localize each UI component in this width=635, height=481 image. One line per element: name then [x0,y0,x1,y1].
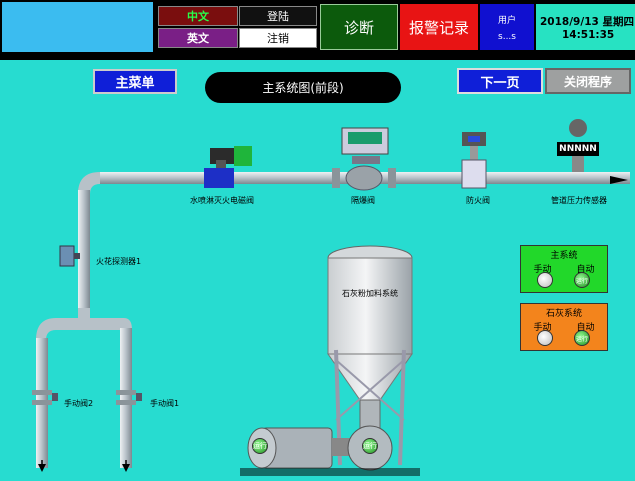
user-display: 用户 s...s [480,4,534,50]
silo-cone [327,353,413,401]
valve-fire-label: 防火阀 [466,196,490,205]
spark-detector-label: 火花探测器1 [96,257,142,266]
main-system-title: 主系统 [550,251,578,261]
valve-isolation-label: 隔爆阀 [351,196,375,205]
lime-system-manual-label: 手动 [533,323,552,333]
right-flow-arrow-icon [122,464,130,472]
motor-2-status-light[interactable]: 运行 [362,438,378,454]
motor-1-status-light[interactable]: 运行 [252,438,268,454]
main-menu-button[interactable]: 主菜单 [93,69,177,94]
clock-display: 2018/9/13 星期四 14:51:35 [536,4,635,50]
right-branch-pipe [120,328,132,468]
silo-label: 石灰粉加料系统 [342,289,398,298]
pressure-readout: NNNNN [557,142,599,156]
page-title: 主系统图(前段) [205,72,401,103]
solenoid-icon [234,146,252,166]
spark-detector-icon [59,245,75,267]
manual-valve-1-label: 手动阀1 [150,399,180,408]
user-label: 用户 [497,15,516,26]
alarm-log-button[interactable]: 报警记录 [400,4,478,50]
login-button[interactable]: 登陆 [239,6,317,26]
main-system-manual-knob[interactable] [537,272,553,288]
lang-english-button[interactable]: 英文 [158,28,238,48]
lime-system-title: 石灰系统 [545,309,582,319]
manual-valve-2-label: 手动阀2 [64,399,94,408]
left-flow-arrow-icon [38,464,46,472]
main-system-panel: 主系统 手动 自动 [520,245,608,293]
valve-water-label: 水喷淋灭火电磁阀 [190,196,254,205]
flow-arrow-icon [610,176,628,184]
pipe-split [36,308,132,340]
logo-area [2,2,153,52]
next-page-button[interactable]: 下一页 [457,68,543,94]
lime-system-manual-knob[interactable] [537,330,553,346]
lang-chinese-button[interactable]: 中文 [158,6,238,26]
silo-body [327,257,413,355]
date-text: 2018/9/13 星期四 [540,15,634,28]
time-text: 14:51:35 [562,28,615,41]
diagnose-button[interactable]: 诊断 [320,4,398,50]
lime-system-panel: 石灰系统 手动 自动 [520,303,608,351]
main-system-auto-label: 自动 [576,265,595,275]
user-value: s...s [498,31,516,42]
pressure-sensor-label: 管道压力传感器 [551,196,607,205]
main-system-auto-knob[interactable]: 运行 [574,272,590,288]
pipe-elbow [78,172,100,194]
close-program-button[interactable]: 关闭程序 [545,68,631,94]
main-system-manual-label: 手动 [533,265,552,275]
pressure-sensor-icon [569,119,587,137]
vertical-pipe [78,190,90,310]
water-valve-body [204,168,234,188]
piping-diagram [32,119,630,476]
logout-button[interactable]: 注销 [239,28,317,48]
lime-system-auto-label: 自动 [576,323,595,333]
lime-system-auto-knob[interactable]: 运行 [574,330,590,346]
